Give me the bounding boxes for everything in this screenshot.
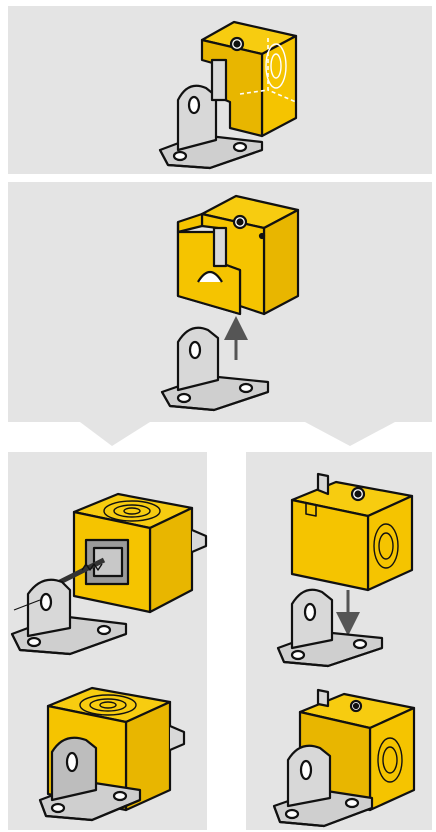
side-screw-mount-icon [12, 494, 206, 654]
top-mounted-result-icon [274, 690, 414, 826]
side-mounted-result-icon [40, 688, 184, 820]
sensor-lifted-icon [162, 196, 298, 410]
connector-left [80, 422, 150, 446]
sensor-on-bracket-icon [160, 22, 296, 168]
top-pin-mount-icon [278, 474, 412, 666]
connector-right [305, 422, 395, 446]
